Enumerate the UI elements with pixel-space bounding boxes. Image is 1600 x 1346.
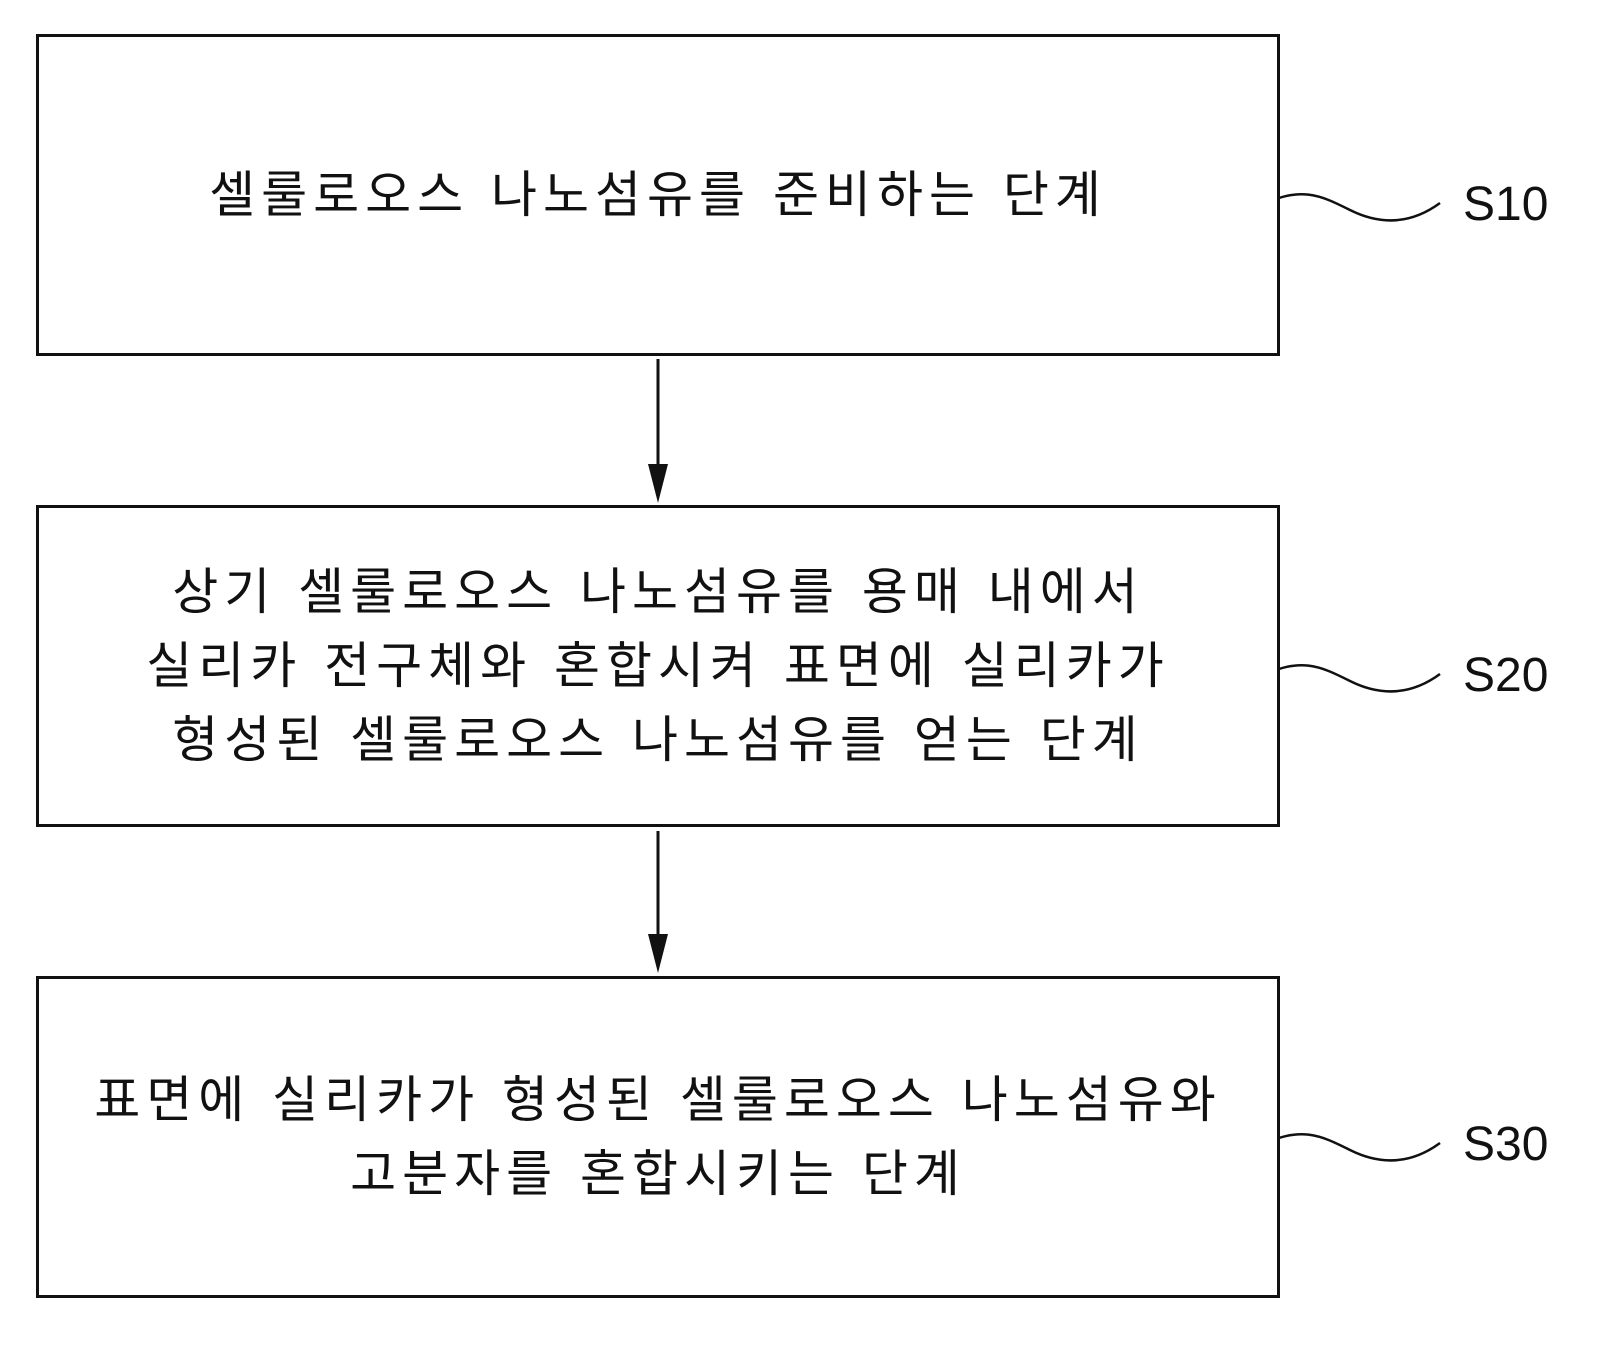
step-line: 실리카 전구체와 혼합시켜 표면에 실리카가 — [146, 637, 1170, 695]
step-line: 고분자를 혼합시키는 단계 — [350, 1145, 966, 1203]
step-line: 상기 셀룰로오스 나노섬유를 용매 내에서 — [172, 563, 1144, 621]
arrow-head-2 — [648, 934, 668, 973]
step-line: 형성된 셀룰로오스 나노섬유를 얻는 단계 — [172, 711, 1144, 769]
step-line: 표면에 실리카가 형성된 셀룰로오스 나노섬유와 — [94, 1071, 1222, 1129]
step-line: 셀룰로오스 나노섬유를 준비하는 단계 — [209, 166, 1107, 224]
arrow-head-1 — [648, 464, 668, 503]
step-box-s10: 셀룰로오스 나노섬유를 준비하는 단계 — [36, 34, 1280, 356]
leader-line-s10 — [1257, 193, 1441, 222]
leader-line-s20 — [1257, 664, 1441, 693]
step-text-s30: 표면에 실리카가 형성된 셀룰로오스 나노섬유와 고분자를 혼합시키는 단계 — [94, 1063, 1222, 1211]
step-text-s20: 상기 셀룰로오스 나노섬유를 용매 내에서 실리카 전구체와 혼합시켜 표면에 … — [146, 555, 1170, 777]
leader-line-s30 — [1257, 1133, 1441, 1162]
step-label-s10: S10 — [1463, 178, 1549, 231]
step-text-s10: 셀룰로오스 나노섬유를 준비하는 단계 — [209, 158, 1107, 232]
step-label-s20: S20 — [1463, 649, 1549, 702]
step-box-s30: 표면에 실리카가 형성된 셀룰로오스 나노섬유와 고분자를 혼합시키는 단계 — [36, 976, 1280, 1298]
step-label-s30: S30 — [1463, 1118, 1549, 1171]
step-box-s20: 상기 셀룰로오스 나노섬유를 용매 내에서 실리카 전구체와 혼합시켜 표면에 … — [36, 505, 1280, 827]
